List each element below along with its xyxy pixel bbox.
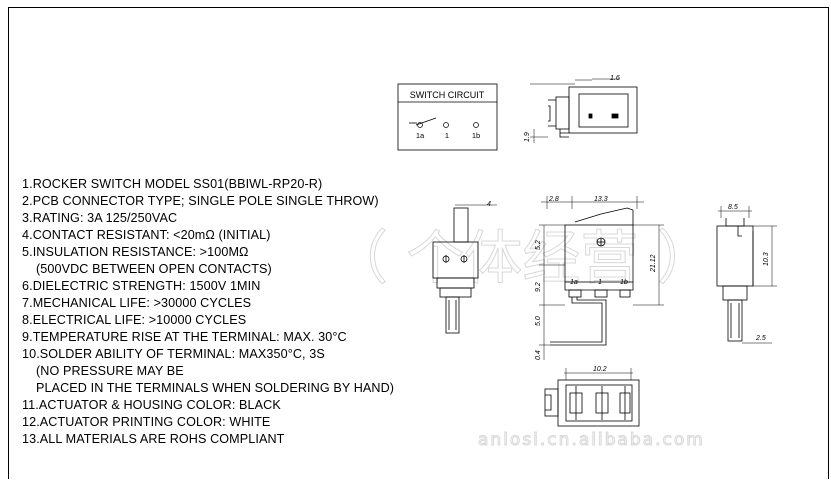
spec-item: PLACED IN THE TERMINALS WHEN SOLDERING B…	[36, 381, 395, 395]
top-view: 1.6 1.9	[524, 75, 638, 143]
circuit-label-1b: 1b	[472, 131, 480, 140]
spec-item: 2.PCB CONNECTOR TYPE; SINGLE POLE SINGLE…	[22, 194, 379, 208]
spec-item: 5.INSULATION RESISTANCE: >100MΩ	[22, 245, 249, 259]
spec-item: 11.ACTUATOR & HOUSING COLOR: BLACK	[22, 398, 281, 412]
spec-list: 1.ROCKER SWITCH MODEL SS01(BBIWL-RP20-R)…	[22, 176, 394, 448]
switch-circuit-box: SWITCH CIRCUIT 1a 1 1b	[397, 83, 498, 151]
right-side-view: 8.5 10.3 2.5	[716, 204, 777, 344]
dim-right-height: 10.3	[763, 252, 770, 266]
switch-circuit-title: SWITCH CIRCUIT	[410, 90, 485, 100]
drawing-frame	[8, 7, 829, 479]
front-terminal-label-1a: 1a	[570, 279, 578, 286]
spec-item: (500VDC BETWEEN OPEN CONTACTS)	[36, 262, 272, 276]
watermark: （ 个体经营 ） anlosi.cn.alibaba.com	[330, 224, 716, 451]
front-terminal-label-1b: 1b	[620, 279, 628, 286]
spec-item: 8.ELECTRICAL LIFE: >10000 CYCLES	[22, 313, 247, 327]
dim-top-height: 1.9	[524, 132, 531, 142]
dim-front-left: 2.8	[548, 196, 559, 203]
spec-item: 12.ACTUATOR PRINTING COLOR: WHITE	[22, 415, 271, 429]
front-terminal-label-1: 1	[598, 279, 602, 286]
spec-item: 13.ALL MATERIALS ARE ROHS COMPLIANT	[22, 432, 285, 446]
spec-item: 9.TEMPERATURE RISE AT THE TERMINAL: MAX.…	[22, 330, 347, 344]
dim-left-side-width: 4	[487, 201, 491, 208]
watermark-text: （ 个体经营 ）	[330, 224, 715, 292]
circuit-label-1a: 1a	[416, 131, 425, 140]
terminal-1a-symbol	[417, 122, 423, 128]
dim-bottom-width: 10.2	[593, 366, 607, 373]
spec-item: 4.CONTACT RESISTANT: <20mΩ (INITIAL)	[22, 228, 271, 242]
dim-right-width: 8.5	[728, 204, 738, 211]
dim-front-top: 5.2	[535, 240, 542, 250]
front-view: 2.8 13.3 5.2 9.2 5.0 0.4 21.12 1a 1 1b	[535, 196, 664, 360]
dim-front-pin-tip: 0.4	[535, 350, 542, 360]
terminal-1b-symbol	[473, 122, 479, 128]
dim-top-width: 1.6	[610, 75, 620, 82]
spec-item: 3.RATING: 3A 125/250VAC	[22, 211, 178, 225]
circuit-label-1: 1	[445, 131, 449, 140]
dim-front-width: 13.3	[594, 196, 608, 203]
left-side-view: 4	[432, 201, 497, 334]
bottom-view: 10.2	[544, 366, 640, 427]
spec-item: 1.ROCKER SWITCH MODEL SS01(BBIWL-RP20-R)	[22, 177, 323, 191]
spec-item: 6.DIELECTRIC STRENGTH: 1500V 1MIN	[22, 279, 261, 293]
dim-right-pin: 2.5	[755, 335, 766, 342]
dim-front-pin: 5.0	[535, 316, 542, 326]
dim-front-height: 21.12	[650, 254, 657, 273]
dim-front-mid: 9.2	[535, 282, 542, 292]
watermark-url: anlosi.cn.alibaba.com	[478, 430, 705, 450]
terminal-1-symbol	[443, 122, 449, 128]
spec-item: 10.SOLDER ABILITY OF TERMINAL: MAX350°C,…	[22, 347, 325, 361]
spec-item: (NO PRESSURE MAY BE	[36, 364, 184, 378]
spec-item: 7.MECHANICAL LIFE: >30000 CYCLES	[22, 296, 252, 310]
